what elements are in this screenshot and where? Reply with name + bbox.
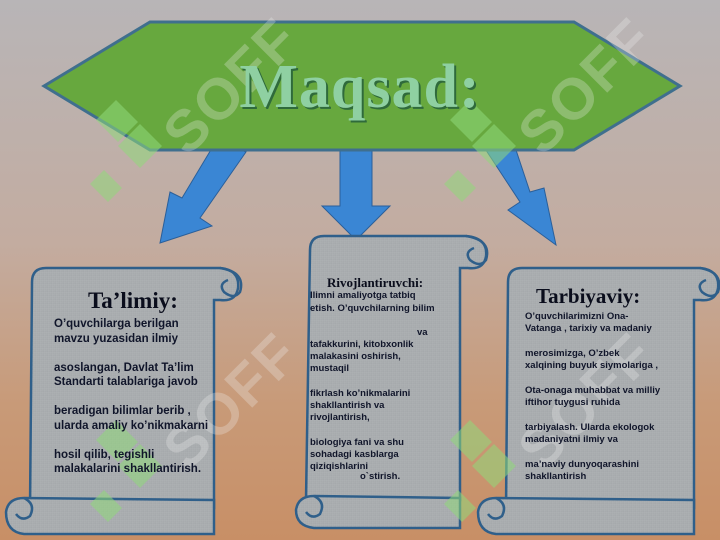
scroll-middle-body-d: o`stirish. <box>360 471 401 482</box>
scroll-middle-body-c: tafakkurini, kitobxonlik malakasini oshi… <box>310 339 414 473</box>
arrow-left <box>159 137 247 244</box>
scroll-right-title: Tarbiyaviy: <box>536 284 641 308</box>
scroll-middle-title: Rivojlantiruvchi: <box>327 275 424 290</box>
scroll-middle-body-b: va <box>417 327 428 338</box>
scroll-right-body: O’quvchilarimizni Ona- Vatanga , tarixiy… <box>525 311 661 482</box>
scroll-left-body: O’quvchilarga berilgan mavzu yuzasidan i… <box>54 318 209 475</box>
watermark-logo-marks <box>90 100 516 522</box>
scroll-right <box>476 266 720 536</box>
scroll-left-title: Ta’limiy: <box>88 288 178 313</box>
arrow-middle <box>320 137 392 241</box>
banner-title: Maqsad: <box>239 53 481 121</box>
scroll-middle-body-a: Ilimni amaliyotga tatbiq etish. O’quvchi… <box>310 290 435 314</box>
